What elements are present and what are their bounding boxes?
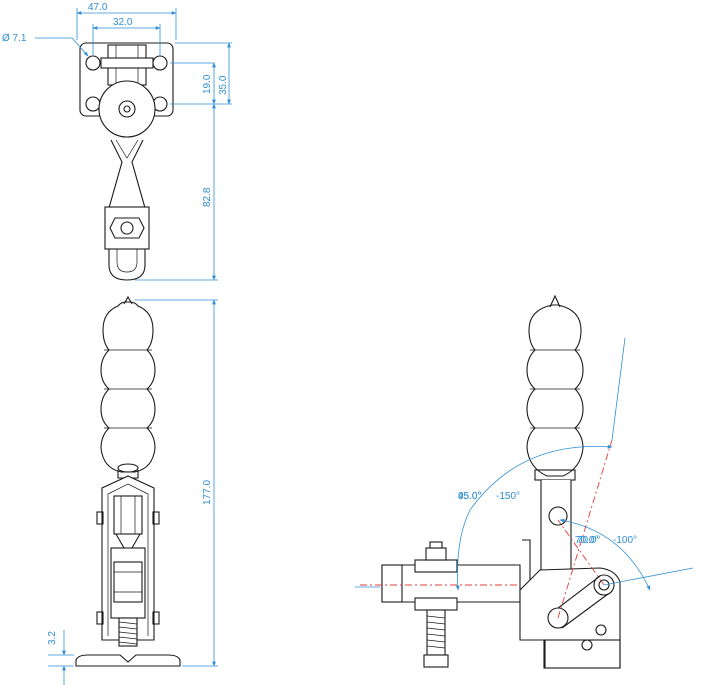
threaded-spindle <box>118 617 138 647</box>
spindle-disc <box>98 80 156 138</box>
dim-arm-length: 82.8 <box>202 187 213 207</box>
spindle-body <box>110 547 146 619</box>
side-view-geometry <box>355 337 694 619</box>
dim-width-holes: 32.0 <box>113 17 133 28</box>
angle-arm-open-behind: 70.0° <box>577 535 600 546</box>
angle-arm-open-overlay: 70.0° <box>575 535 598 546</box>
angle-handle-open-overlay: 95.0° <box>458 491 481 502</box>
spindle-holder <box>104 206 150 250</box>
bolt-hole-top-right <box>152 55 168 71</box>
side-body <box>519 567 621 669</box>
linkage-block <box>113 495 143 535</box>
side-handle-grip <box>526 304 584 477</box>
bolt-hole-bottom-left <box>85 96 101 112</box>
dim-total-height: 177.0 <box>202 480 213 505</box>
nut-hex <box>109 217 145 239</box>
dim-base-height: 35.0 <box>218 75 229 95</box>
side-view <box>381 294 621 669</box>
angle-handle-range: -150° <box>496 491 520 502</box>
base-feet <box>75 654 181 667</box>
hinge-pin <box>100 57 154 69</box>
arm-angle-arc <box>559 518 651 591</box>
dim-hole-spacing-vertical: 19.0 <box>202 74 213 94</box>
u-loop <box>108 249 146 281</box>
angle-handle-open-behind: 45.0° <box>458 491 481 502</box>
dim-hole-diameter: Ø 7.1 <box>2 33 27 44</box>
top-view-dimensions <box>35 8 232 281</box>
top-view <box>79 42 174 281</box>
side-spindle <box>414 541 458 668</box>
front-view <box>75 295 181 667</box>
front-view-dimensions <box>48 299 218 685</box>
handle-angle-arc <box>455 444 613 591</box>
dim-width-outer: 47.0 <box>88 2 108 13</box>
handle-grip <box>100 301 156 473</box>
arm-outline <box>108 139 146 209</box>
angle-arm-range: -100° <box>613 535 637 546</box>
dim-base-thickness: 3.2 <box>47 631 58 645</box>
bolt-hole-top-left <box>85 55 101 71</box>
handle-open-limit-line <box>611 337 626 441</box>
